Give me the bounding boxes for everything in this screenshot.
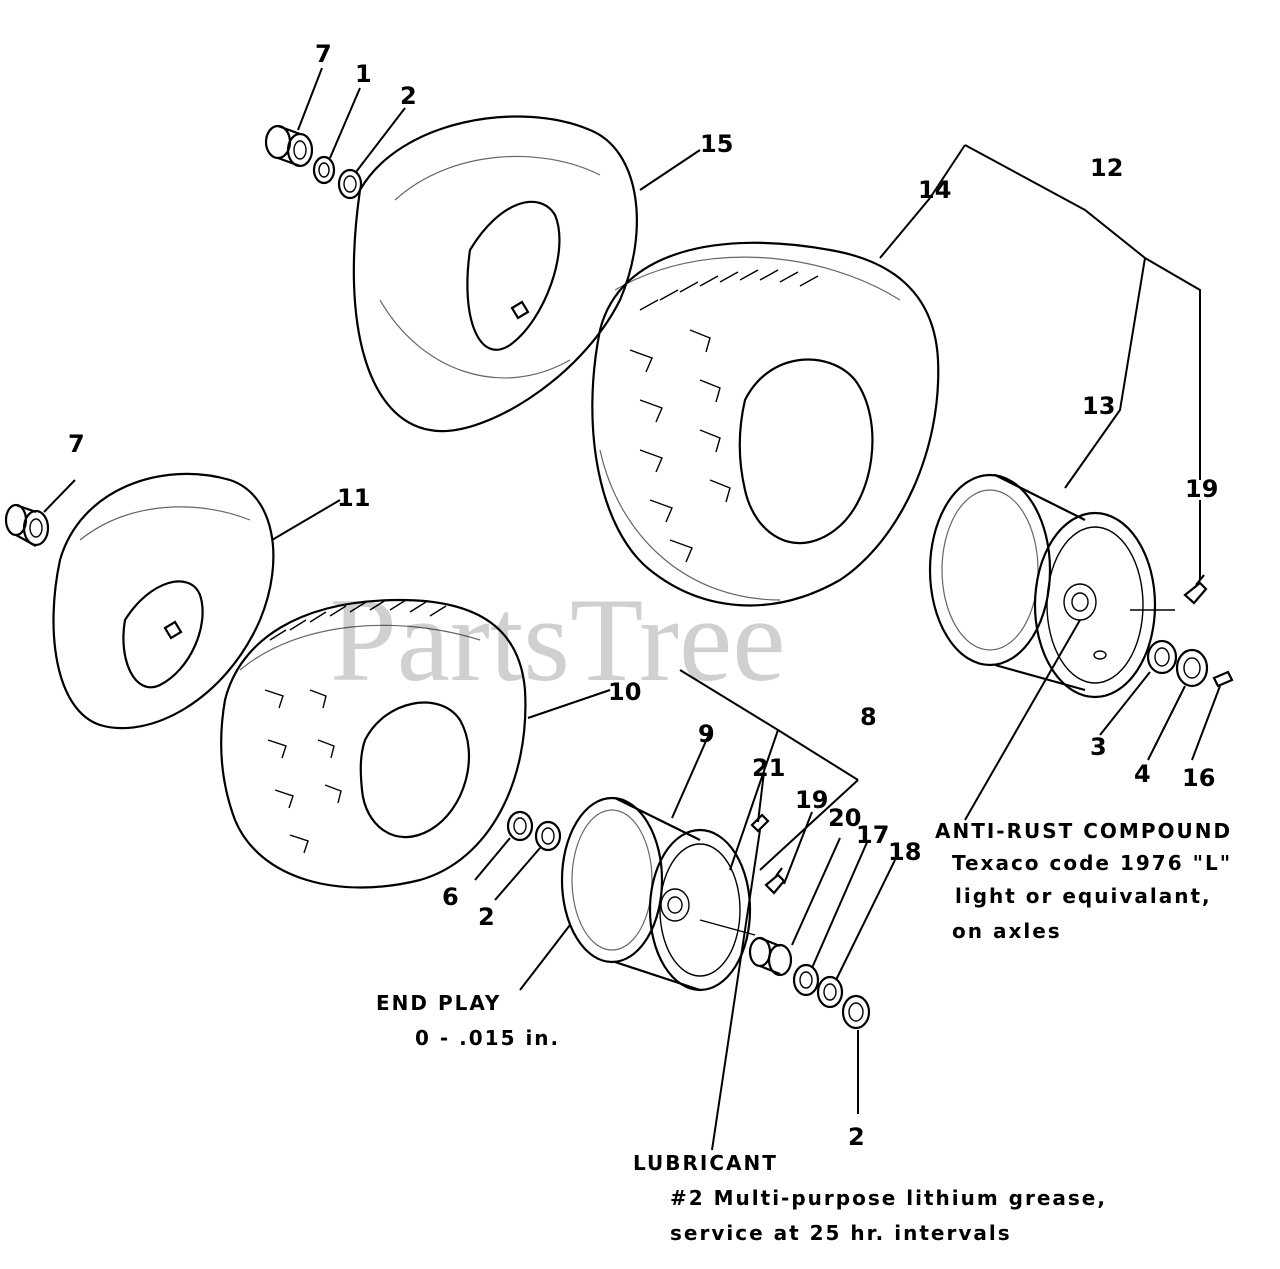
callout-14[interactable]: 14	[918, 176, 951, 204]
bushing-7-upper[interactable]	[264, 124, 314, 168]
callout-19-right[interactable]: 19	[1185, 475, 1218, 503]
bearing-6[interactable]	[506, 810, 534, 842]
wheel-rim-9[interactable]	[560, 796, 756, 992]
washer-2-lower[interactable]	[841, 994, 871, 1030]
note-lubricant-line1: #2 Multi-purpose lithium grease,	[670, 1186, 1107, 1210]
callout-18[interactable]: 18	[888, 838, 921, 866]
callout-8[interactable]: 8	[860, 703, 877, 731]
washer-2-upper[interactable]	[337, 168, 363, 200]
callout-10[interactable]: 10	[608, 678, 641, 706]
callout-21[interactable]: 21	[752, 754, 785, 782]
callout-6[interactable]: 6	[442, 883, 459, 911]
leader-lines	[43, 67, 1221, 1151]
callout-12[interactable]: 12	[1090, 154, 1123, 182]
inner-tube-11[interactable]	[52, 472, 275, 730]
washer-17[interactable]	[792, 963, 820, 997]
tire-14[interactable]	[591, 241, 940, 607]
callout-20[interactable]: 20	[828, 804, 861, 832]
callout-2-lower[interactable]: 2	[848, 1123, 865, 1151]
wheel-rim-13[interactable]	[928, 473, 1175, 699]
callout-15[interactable]: 15	[700, 130, 733, 158]
note-anti-rust-title: ANTI-RUST COMPOUND	[935, 819, 1232, 843]
note-anti-rust-line3: on axles	[952, 919, 1062, 943]
bushing-7-lower[interactable]	[4, 503, 50, 547]
grease-fitting-21[interactable]	[750, 813, 770, 833]
callout-7-upper[interactable]: 7	[315, 40, 332, 68]
callout-7-lower[interactable]: 7	[68, 430, 85, 458]
washer-2-middle[interactable]	[534, 820, 562, 852]
washer-1[interactable]	[312, 155, 336, 185]
bearing-3[interactable]	[1146, 639, 1178, 675]
callout-1[interactable]: 1	[355, 60, 372, 88]
key-16[interactable]	[1212, 670, 1234, 688]
note-lubricant: LUBRICANT #2 Multi-purpose lithium greas…	[633, 1151, 1107, 1245]
valve-stem-19-right[interactable]	[1183, 574, 1208, 605]
note-lubricant-title: LUBRICANT	[633, 1151, 778, 1175]
watermark: PartsTree	[330, 573, 786, 706]
callout-2-middle[interactable]: 2	[478, 903, 495, 931]
note-end-play: END PLAY 0 - .015 in.	[376, 991, 560, 1050]
callout-11[interactable]: 11	[337, 484, 370, 512]
note-anti-rust-line2: light or equivalant,	[955, 884, 1212, 908]
callout-9[interactable]: 9	[698, 720, 715, 748]
callout-17[interactable]: 17	[856, 821, 889, 849]
note-lubricant-line2: service at 25 hr. intervals	[670, 1221, 1012, 1245]
tire-10[interactable]	[220, 598, 527, 889]
callout-16[interactable]: 16	[1182, 764, 1215, 792]
inner-tube-15[interactable]	[352, 115, 638, 433]
seal-4[interactable]	[1175, 648, 1209, 688]
note-anti-rust-line1: Texaco code 1976 "L"	[952, 851, 1232, 875]
note-end-play-value: 0 - .015 in.	[415, 1026, 560, 1050]
callout-labels: 7 1 2 15 14 12 13 19 7 11 10 9 8 21 19 2…	[68, 40, 1218, 1151]
valve-stem-19-left[interactable]	[764, 867, 786, 895]
callout-4[interactable]: 4	[1134, 760, 1151, 788]
seal-18[interactable]	[816, 975, 844, 1009]
callout-2-upper[interactable]: 2	[400, 82, 417, 110]
note-end-play-title: END PLAY	[376, 991, 501, 1015]
callout-19-left[interactable]: 19	[795, 786, 828, 814]
bushing-20[interactable]	[748, 936, 793, 977]
callout-3[interactable]: 3	[1090, 733, 1107, 761]
callout-13[interactable]: 13	[1082, 392, 1115, 420]
note-anti-rust: ANTI-RUST COMPOUND Texaco code 1976 "L" …	[935, 819, 1232, 943]
